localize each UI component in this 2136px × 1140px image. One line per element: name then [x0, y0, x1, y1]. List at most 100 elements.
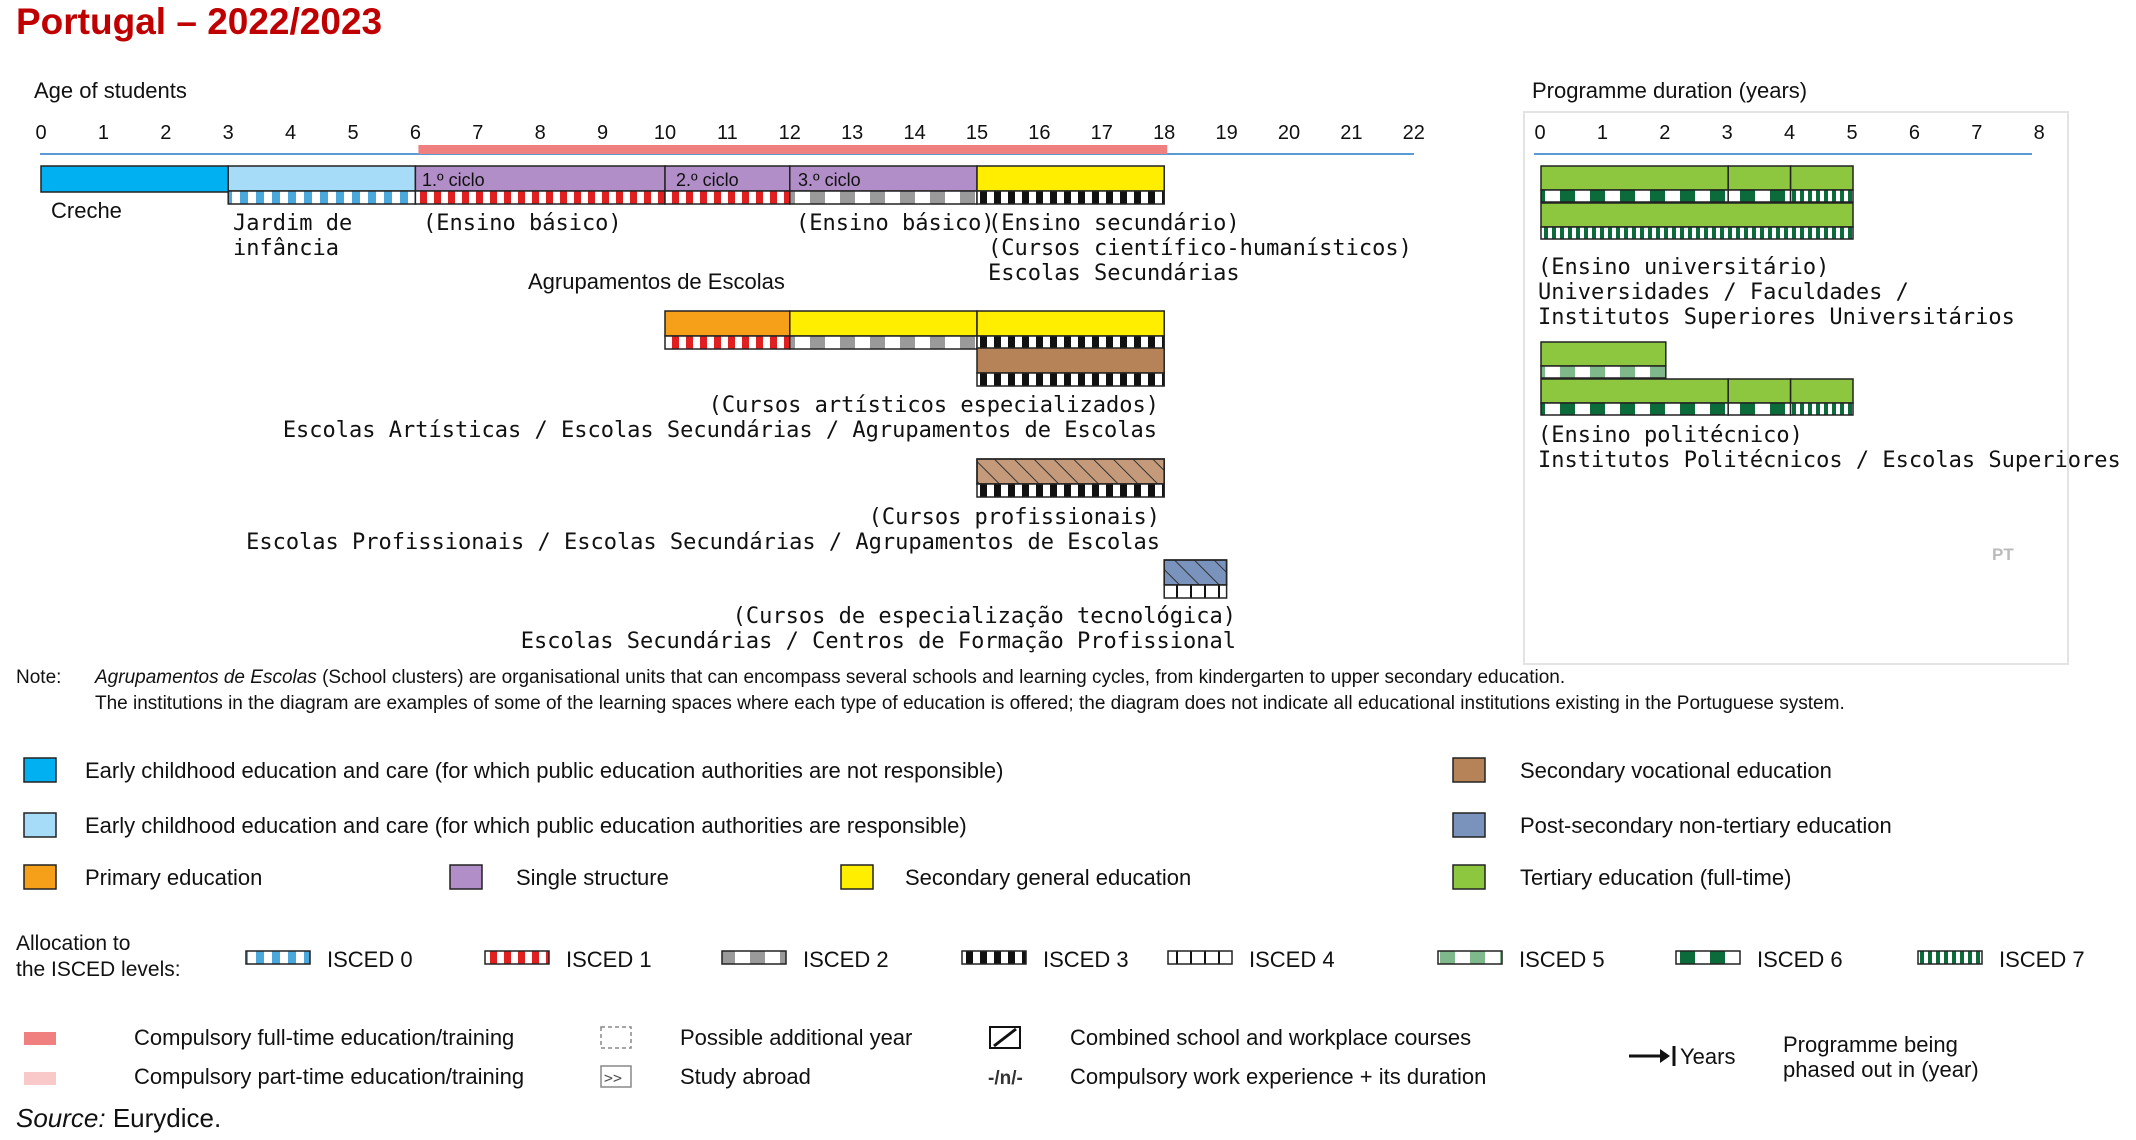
secundario-label-1: (Ensino secundário) [988, 211, 1240, 236]
agrupamentos-label: Agrupamentos de Escolas [528, 269, 785, 294]
poli-label-1: (Ensino politécnico) [1538, 423, 1803, 448]
age-tick-label: 20 [1278, 122, 1300, 144]
art-label-2: Escolas Artísticas / Escolas Secundárias… [283, 418, 1157, 443]
age-tick-label: 8 [535, 122, 546, 144]
compulsory-full-time-bar [418, 145, 1168, 154]
bar-secundario-isced [976, 190, 1165, 205]
bar-ciclo3-isced [789, 190, 978, 205]
compulsory-part-swatch [24, 1072, 56, 1085]
legend-isced-label: ISCED 3 [1043, 947, 1129, 972]
creche-label: Creche [51, 198, 122, 223]
legend-type-swatch [1452, 864, 1486, 890]
age-tick-label: 10 [654, 122, 676, 144]
legend-isced-label: ISCED 2 [803, 947, 889, 972]
legend-type-item: Single structure [449, 864, 669, 890]
duration-tick-label: 7 [1971, 122, 1982, 144]
isced-legend-title-2: the ISCED levels: [16, 958, 181, 981]
bar-jardim [227, 165, 417, 205]
bar-art_sec_voc-isced [976, 372, 1165, 387]
bar-ciclo1 [414, 165, 666, 205]
legend-isced-item: ISCED 5 [1437, 947, 1605, 972]
legend-isced-swatch [484, 950, 550, 965]
bar-art_primary-isced [664, 335, 791, 350]
legend-isced-swatch [1167, 950, 1233, 965]
legend-type-swatch [1452, 812, 1486, 838]
tertiary-poli_row1 [1540, 341, 1667, 379]
country-code: PT [1992, 545, 2014, 564]
prof-label-1: (Cursos profissionais) [869, 505, 1160, 530]
bar-secundario [976, 165, 1165, 205]
note-line-1: Agrupamentos de Escolas (School clusters… [94, 667, 1565, 688]
ciclo2-label: 2.º ciclo [676, 170, 739, 190]
age-tick-label: 17 [1091, 122, 1113, 144]
bar-ciclo1-fill [414, 165, 666, 192]
legend-type-swatch [23, 757, 57, 783]
tertiary-segment [1789, 378, 1854, 404]
legend-type-label: Secondary vocational education [1520, 758, 1832, 783]
age-tick-label: 9 [597, 122, 608, 144]
legend-isced-swatch [245, 950, 311, 965]
tertiary-poli_row2 [1540, 378, 1854, 416]
duration-tick-label: 5 [1846, 122, 1857, 144]
note-rest: (School clusters) are organisational uni… [317, 667, 1565, 688]
work-experience-symbol: -/n/- [988, 1068, 1023, 1089]
legend-type-item: Primary education [23, 864, 262, 890]
duration-tick-label: 4 [1784, 122, 1795, 144]
duration-tick-label: 6 [1909, 122, 1920, 144]
tertiary-segment-isced [1540, 226, 1854, 240]
bar-especializacao [1163, 559, 1228, 599]
tertiary-segment [1789, 165, 1854, 191]
tertiary-segment [1540, 341, 1667, 367]
legend-isced-label: ISCED 6 [1757, 947, 1843, 972]
tertiary-segment-isced [1540, 402, 1729, 416]
study-abroad-icon [600, 1065, 632, 1088]
basico-label-2: (Ensino básico) [796, 211, 995, 236]
tertiary-segment-isced [1540, 189, 1729, 203]
years-arrow-icon [1629, 1046, 1676, 1066]
secundario-label-2: (Cursos científico-humanísticos) [988, 236, 1412, 261]
art-label-1: (Cursos artísticos especializados) [709, 393, 1159, 418]
legend-type-label: Post-secondary non-tertiary education [1520, 813, 1892, 838]
legend-type-item: Tertiary education (full-time) [1452, 864, 1791, 890]
age-tick-label: 22 [1403, 122, 1425, 144]
uni-label-2: Universidades / Faculdades / [1538, 280, 1909, 305]
legend-type-label: Single structure [516, 865, 669, 890]
age-tick-label: 11 [717, 122, 738, 144]
legend-type-label: Early childhood education and care (for … [85, 758, 1003, 783]
note-line-2: The institutions in the diagram are exam… [95, 693, 1845, 714]
bar-art_primary-fill [664, 310, 791, 337]
bar-profissionais [976, 458, 1165, 498]
tertiary-bars [1540, 165, 1854, 416]
additional-year-label: Possible additional year [680, 1025, 912, 1050]
age-tick-label: 18 [1153, 122, 1175, 144]
bar-art_primary [664, 310, 791, 350]
age-tick-label: 21 [1340, 122, 1362, 144]
duration-tick-label: 0 [1534, 122, 1545, 144]
duration-tick-label: 1 [1597, 122, 1608, 144]
uni-label-3: Institutos Superiores Universitários [1538, 305, 2015, 330]
age-tick-label: 2 [160, 122, 171, 144]
uni-label-1: (Ensino universitário) [1538, 255, 1829, 280]
legend-isced-item: ISCED 3 [961, 947, 1129, 972]
legend-isced-item: ISCED 4 [1167, 947, 1335, 972]
jardim-label-1: Jardim de [233, 211, 352, 236]
tertiary-segment-isced [1727, 402, 1792, 416]
bar-art_sec_voc [976, 347, 1165, 387]
bar-especializacao-hatch [1163, 559, 1228, 586]
bar-secundario-fill [976, 165, 1165, 192]
tertiary-uni_row1 [1540, 165, 1854, 203]
ciclo3-label: 3.º ciclo [798, 170, 861, 190]
bar-creche [40, 165, 229, 193]
legend-type-item: Secondary vocational education [1452, 757, 1832, 783]
source-line: Source: Eurydice. [16, 1103, 221, 1133]
age-tick-label: 6 [410, 122, 421, 144]
legend-isced-swatch [1437, 950, 1503, 965]
legend-type-swatch [840, 864, 874, 890]
age-tick-label: 19 [1215, 122, 1237, 144]
legend-isced-label: ISCED 5 [1519, 947, 1605, 972]
secundario-label-3: Escolas Secundárias [988, 261, 1240, 286]
legend-type-swatch [1452, 757, 1486, 783]
bar-art_sec_voc-fill [976, 347, 1165, 374]
legend-type-label: Primary education [85, 865, 262, 890]
